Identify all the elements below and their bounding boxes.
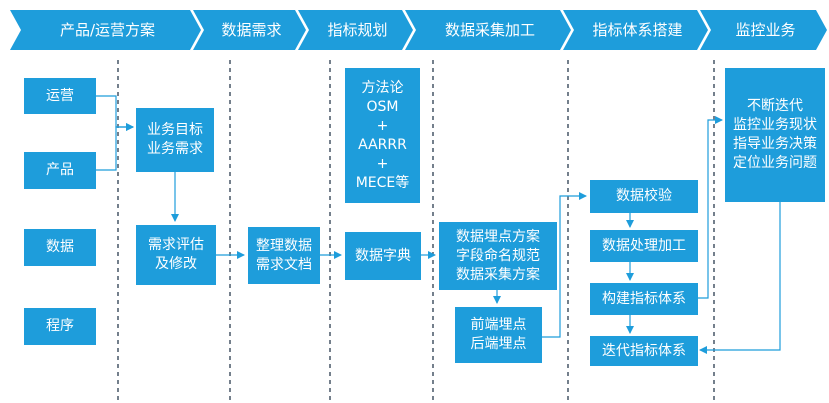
arrow-product-to-goal bbox=[96, 123, 134, 171]
monitor-business-box: 不断迭代 监控业务现状 指导业务决策 定位业务问题 bbox=[725, 68, 825, 202]
stage-label-6: 监控业务 bbox=[735, 21, 796, 39]
stage-label-4: 数据采集加工 bbox=[444, 21, 535, 39]
arrow-build-to-monitor bbox=[698, 116, 723, 299]
role-product: 产品 bbox=[24, 152, 96, 189]
stage-label-5: 指标体系搭建 bbox=[592, 21, 683, 39]
build-index-box: 构建指标体系 bbox=[590, 283, 698, 315]
stage-chevron-2 bbox=[193, 10, 306, 50]
requirement-evaluation-box: 需求评估 及修改 bbox=[136, 225, 216, 285]
stage-label-1: 产品/运营方案 bbox=[59, 21, 156, 39]
stage-chevron-4 bbox=[405, 10, 571, 50]
methodology-box: 方法论 OSM + AARRR + MECE等 bbox=[345, 68, 420, 203]
data-verify-box: 数据校验 bbox=[590, 180, 698, 213]
requirement-doc-box: 整理数据 需求文档 bbox=[248, 227, 320, 284]
stage-chevron-5 bbox=[563, 10, 708, 50]
tracking-ends-box: 前端埋点 后端埋点 bbox=[455, 307, 542, 363]
arrow-ends-to-verify bbox=[542, 192, 587, 338]
business-goal-box: 业务目标 业务需求 bbox=[136, 108, 214, 172]
data-processing-box: 数据处理加工 bbox=[590, 230, 698, 262]
role-data: 数据 bbox=[24, 229, 96, 266]
iterate-index-box: 迭代指标体系 bbox=[590, 336, 698, 366]
arrow-ops-to-goal bbox=[96, 95, 134, 131]
stage-chevron-1 bbox=[10, 10, 201, 50]
stage-dividers bbox=[117, 60, 715, 400]
stage-label-3: 指标规划 bbox=[327, 21, 388, 39]
stage-label-2: 数据需求 bbox=[221, 21, 282, 39]
tracking-plan-box: 数据埋点方案 字段命名规范 数据采集方案 bbox=[439, 222, 557, 290]
role-ops: 运营 bbox=[24, 78, 96, 114]
data-dictionary-box: 数据字典 bbox=[345, 232, 421, 280]
stage-chevron-3 bbox=[298, 10, 413, 50]
stage-header bbox=[10, 10, 827, 50]
role-dev: 程序 bbox=[24, 308, 96, 345]
stage-chevron-6 bbox=[700, 10, 827, 50]
arrow-monitor-to-iterate bbox=[699, 202, 781, 354]
